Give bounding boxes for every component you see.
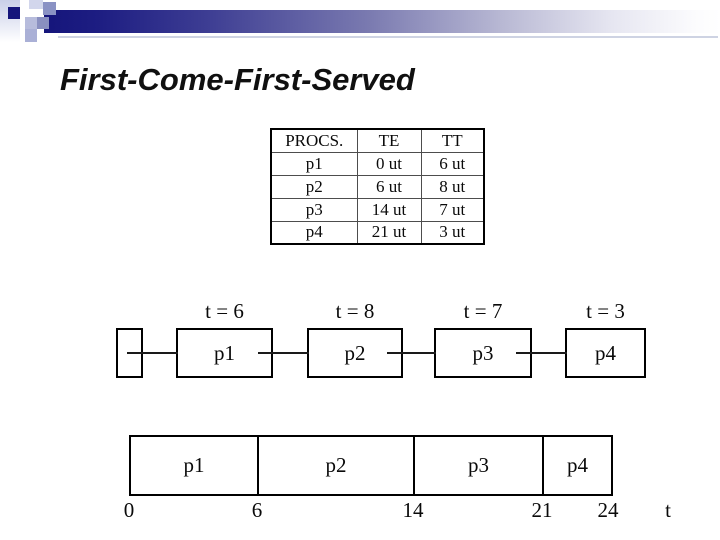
table-cell: 8 ut (420, 174, 485, 199)
table-cell: p4 (270, 220, 358, 245)
queue-node-label: p1 (214, 340, 235, 365)
table-cell: 14 ut (356, 197, 422, 222)
table-cell: 7 ut (420, 197, 485, 222)
queue-node-label: p2 (344, 340, 366, 365)
queue-node-box: p4 (565, 328, 646, 378)
table-cell: p1 (270, 151, 358, 176)
table-cell: 6 ut (420, 151, 485, 176)
gantt-segment-label: p1 (183, 453, 205, 477)
burst-time-label: t = 8 (335, 299, 375, 323)
pixel-decoration-square (25, 17, 37, 29)
table-cell: 6 ut (356, 174, 422, 199)
axis-tick-label: 6 (251, 498, 263, 522)
gantt-segment-label: p2 (325, 453, 347, 477)
table-cell: 21 ut (356, 220, 422, 245)
table-header-cell: TT (420, 128, 485, 153)
table-header-cell: TE (356, 128, 422, 153)
gantt-chart: p1 p2 p3 p4 (129, 435, 613, 496)
axis-tick-label: 24 (597, 498, 619, 522)
axis-label-t: t (665, 498, 671, 522)
table-header-cell: PROCS. (270, 128, 358, 153)
burst-time-label: t = 6 (205, 299, 244, 323)
queue-node-label: p3 (472, 340, 494, 365)
axis-tick-label: 14 (402, 498, 424, 522)
pixel-decoration-square (37, 17, 49, 29)
header-underline (58, 36, 718, 38)
axis-tick-label: 21 (531, 498, 553, 522)
queue-link-line (258, 352, 309, 354)
table-cell: p2 (270, 174, 358, 199)
burst-time-label: t = 3 (586, 299, 625, 323)
header-gradient-bar (44, 10, 720, 33)
queue-link-line (516, 352, 567, 354)
table-cell: 0 ut (356, 151, 422, 176)
pixel-decoration-square (8, 7, 20, 19)
gantt-divider (542, 437, 544, 494)
queue-link-line (127, 352, 178, 354)
gantt-divider (413, 437, 415, 494)
queue-node-label: p4 (595, 340, 616, 365)
axis-tick-label: 0 (123, 498, 135, 522)
pixel-decoration-square (29, 0, 43, 9)
table-cell: 3 ut (420, 220, 485, 245)
gantt-divider (257, 437, 259, 494)
gantt-segment-label: p4 (567, 453, 588, 477)
gantt-segment-label: p3 (468, 453, 489, 477)
burst-time-label: t = 7 (463, 299, 503, 323)
page-title: First-Come-First-Served (60, 62, 415, 97)
queue-link-line (387, 352, 436, 354)
pixel-decoration-square (43, 2, 56, 15)
table-cell: p3 (270, 197, 358, 222)
pixel-decoration-square (25, 29, 37, 42)
